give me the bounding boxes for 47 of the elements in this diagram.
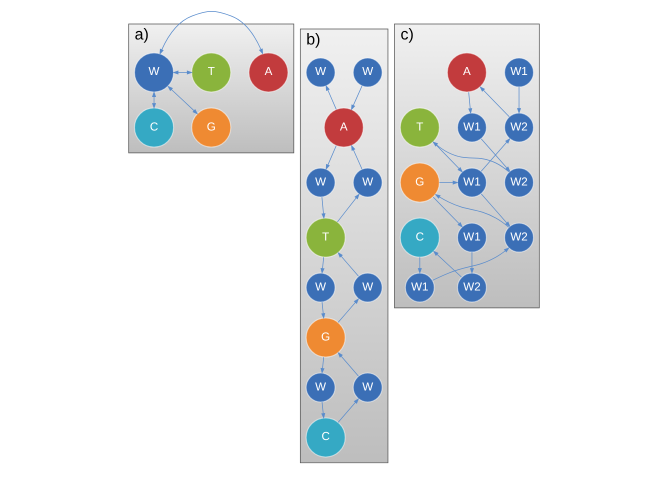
node-circle: W — [306, 372, 336, 403]
arrow — [338, 298, 360, 323]
arrow — [320, 256, 325, 274]
arrow — [337, 194, 360, 222]
node-circle: W — [352, 57, 383, 88]
node-circle: W — [306, 57, 336, 88]
node-circle: W — [306, 168, 336, 198]
arrow — [338, 398, 360, 423]
node-circle: A — [324, 107, 364, 148]
arrow — [321, 402, 326, 419]
arrow — [167, 86, 198, 114]
arrow — [432, 196, 463, 228]
node-circle: W — [306, 272, 336, 303]
node-circle: W1 — [504, 57, 534, 88]
node-circle: C — [306, 417, 346, 458]
arrow — [480, 86, 510, 118]
arrow — [351, 86, 362, 111]
node-circle: C — [134, 107, 174, 148]
node-circle: T — [191, 52, 232, 93]
node-circle: W1 — [404, 272, 435, 303]
arrow — [152, 91, 156, 109]
node-circle: W2 — [456, 272, 487, 303]
arrow — [434, 194, 510, 228]
node-circle: A — [248, 52, 289, 93]
arrow — [321, 302, 326, 320]
arrow — [432, 250, 462, 278]
node-circle: W — [352, 168, 383, 198]
arrow — [160, 11, 264, 55]
arrow — [321, 196, 326, 220]
arrow — [338, 352, 359, 376]
arrow — [480, 194, 510, 228]
arrow — [432, 142, 463, 173]
node-circle: W1 — [456, 112, 487, 143]
arrow — [468, 92, 472, 114]
arrow — [320, 356, 325, 374]
arrow — [338, 252, 359, 277]
arrow — [439, 180, 459, 185]
arrow — [470, 252, 474, 274]
arrow — [418, 256, 422, 274]
arrow — [432, 247, 510, 281]
arrow — [326, 84, 337, 110]
arrow — [517, 86, 522, 114]
node-circle: W2 — [504, 168, 534, 198]
arrow — [351, 144, 362, 170]
arrow — [326, 145, 337, 170]
arrow — [172, 70, 193, 74]
arrow — [432, 141, 510, 172]
